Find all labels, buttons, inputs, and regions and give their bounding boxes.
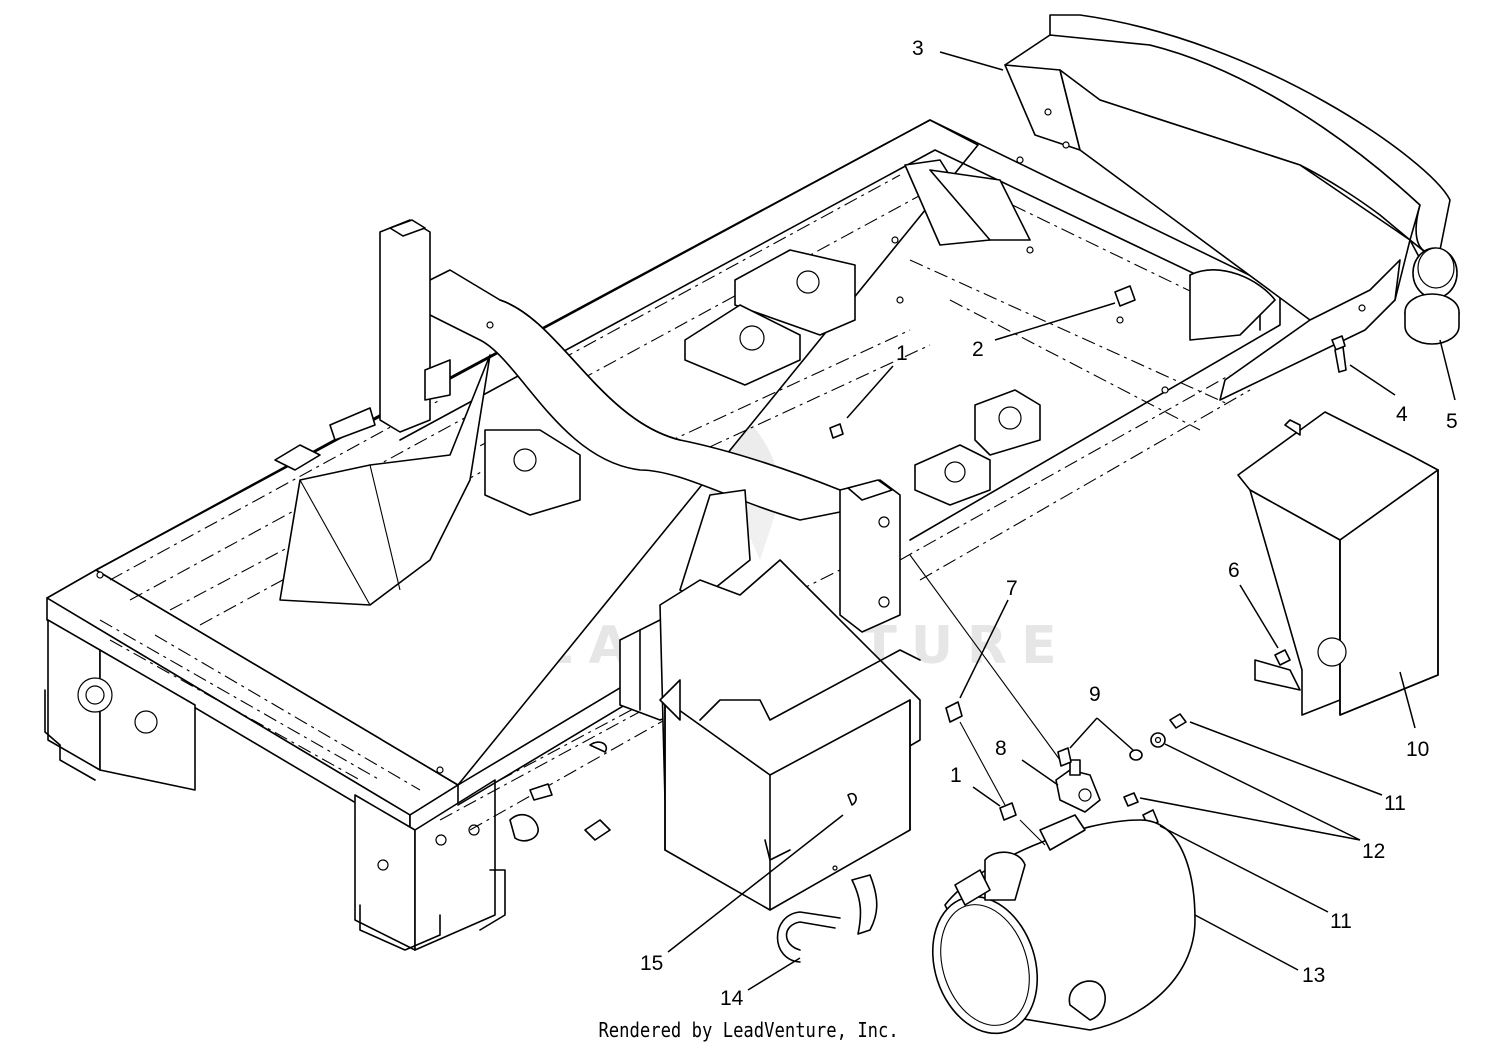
part-7-spacer	[945, 701, 963, 723]
callout-2: 2	[972, 338, 984, 361]
callout-11-upper: 11	[1384, 792, 1406, 815]
rendered-by-credit: Rendered by LeadVenture, Inc.	[0, 1018, 1500, 1042]
callout-3: 3	[912, 37, 924, 60]
callout-11-lower: 11	[1330, 910, 1352, 933]
callout-7: 7	[1006, 577, 1018, 600]
part-3-rear-bumper	[1004, 14, 1458, 401]
callout-14: 14	[720, 987, 744, 1010]
part-14-u-bolt	[776, 874, 878, 963]
part-15-battery-tray	[659, 559, 921, 911]
part-1-nut-a	[829, 423, 844, 439]
leader-lines	[667, 51, 1456, 991]
callout-13: 13	[1302, 964, 1325, 987]
part-6-clip	[1274, 649, 1291, 666]
part-10-heat-shield	[1237, 411, 1439, 716]
callout-4: 4	[1396, 403, 1408, 426]
callout-8: 8	[995, 737, 1007, 760]
callout-15: 15	[640, 952, 663, 975]
callout-10: 10	[1406, 738, 1429, 761]
part-4-bolt	[1331, 335, 1347, 373]
part-11-bolt-a	[1169, 713, 1187, 729]
part-12-washer	[1123, 732, 1166, 807]
chassis-frame	[44, 119, 1281, 951]
callout-12: 12	[1362, 840, 1385, 863]
part-2-nut	[1114, 285, 1136, 307]
callout-5: 5	[1446, 410, 1458, 433]
callout-1-lower: 1	[950, 764, 962, 787]
part-5-cap	[1404, 293, 1460, 345]
part-1-nut-b	[999, 802, 1017, 821]
callout-9: 9	[1089, 683, 1101, 706]
part-9-bushing	[1057, 747, 1143, 767]
credit-text: Rendered by LeadVenture, Inc.	[598, 1018, 900, 1042]
callout-1-upper: 1	[896, 342, 908, 365]
callout-6: 6	[1228, 559, 1240, 582]
part-13-muffler	[931, 814, 1196, 1035]
part-8-bracket	[1055, 759, 1101, 813]
